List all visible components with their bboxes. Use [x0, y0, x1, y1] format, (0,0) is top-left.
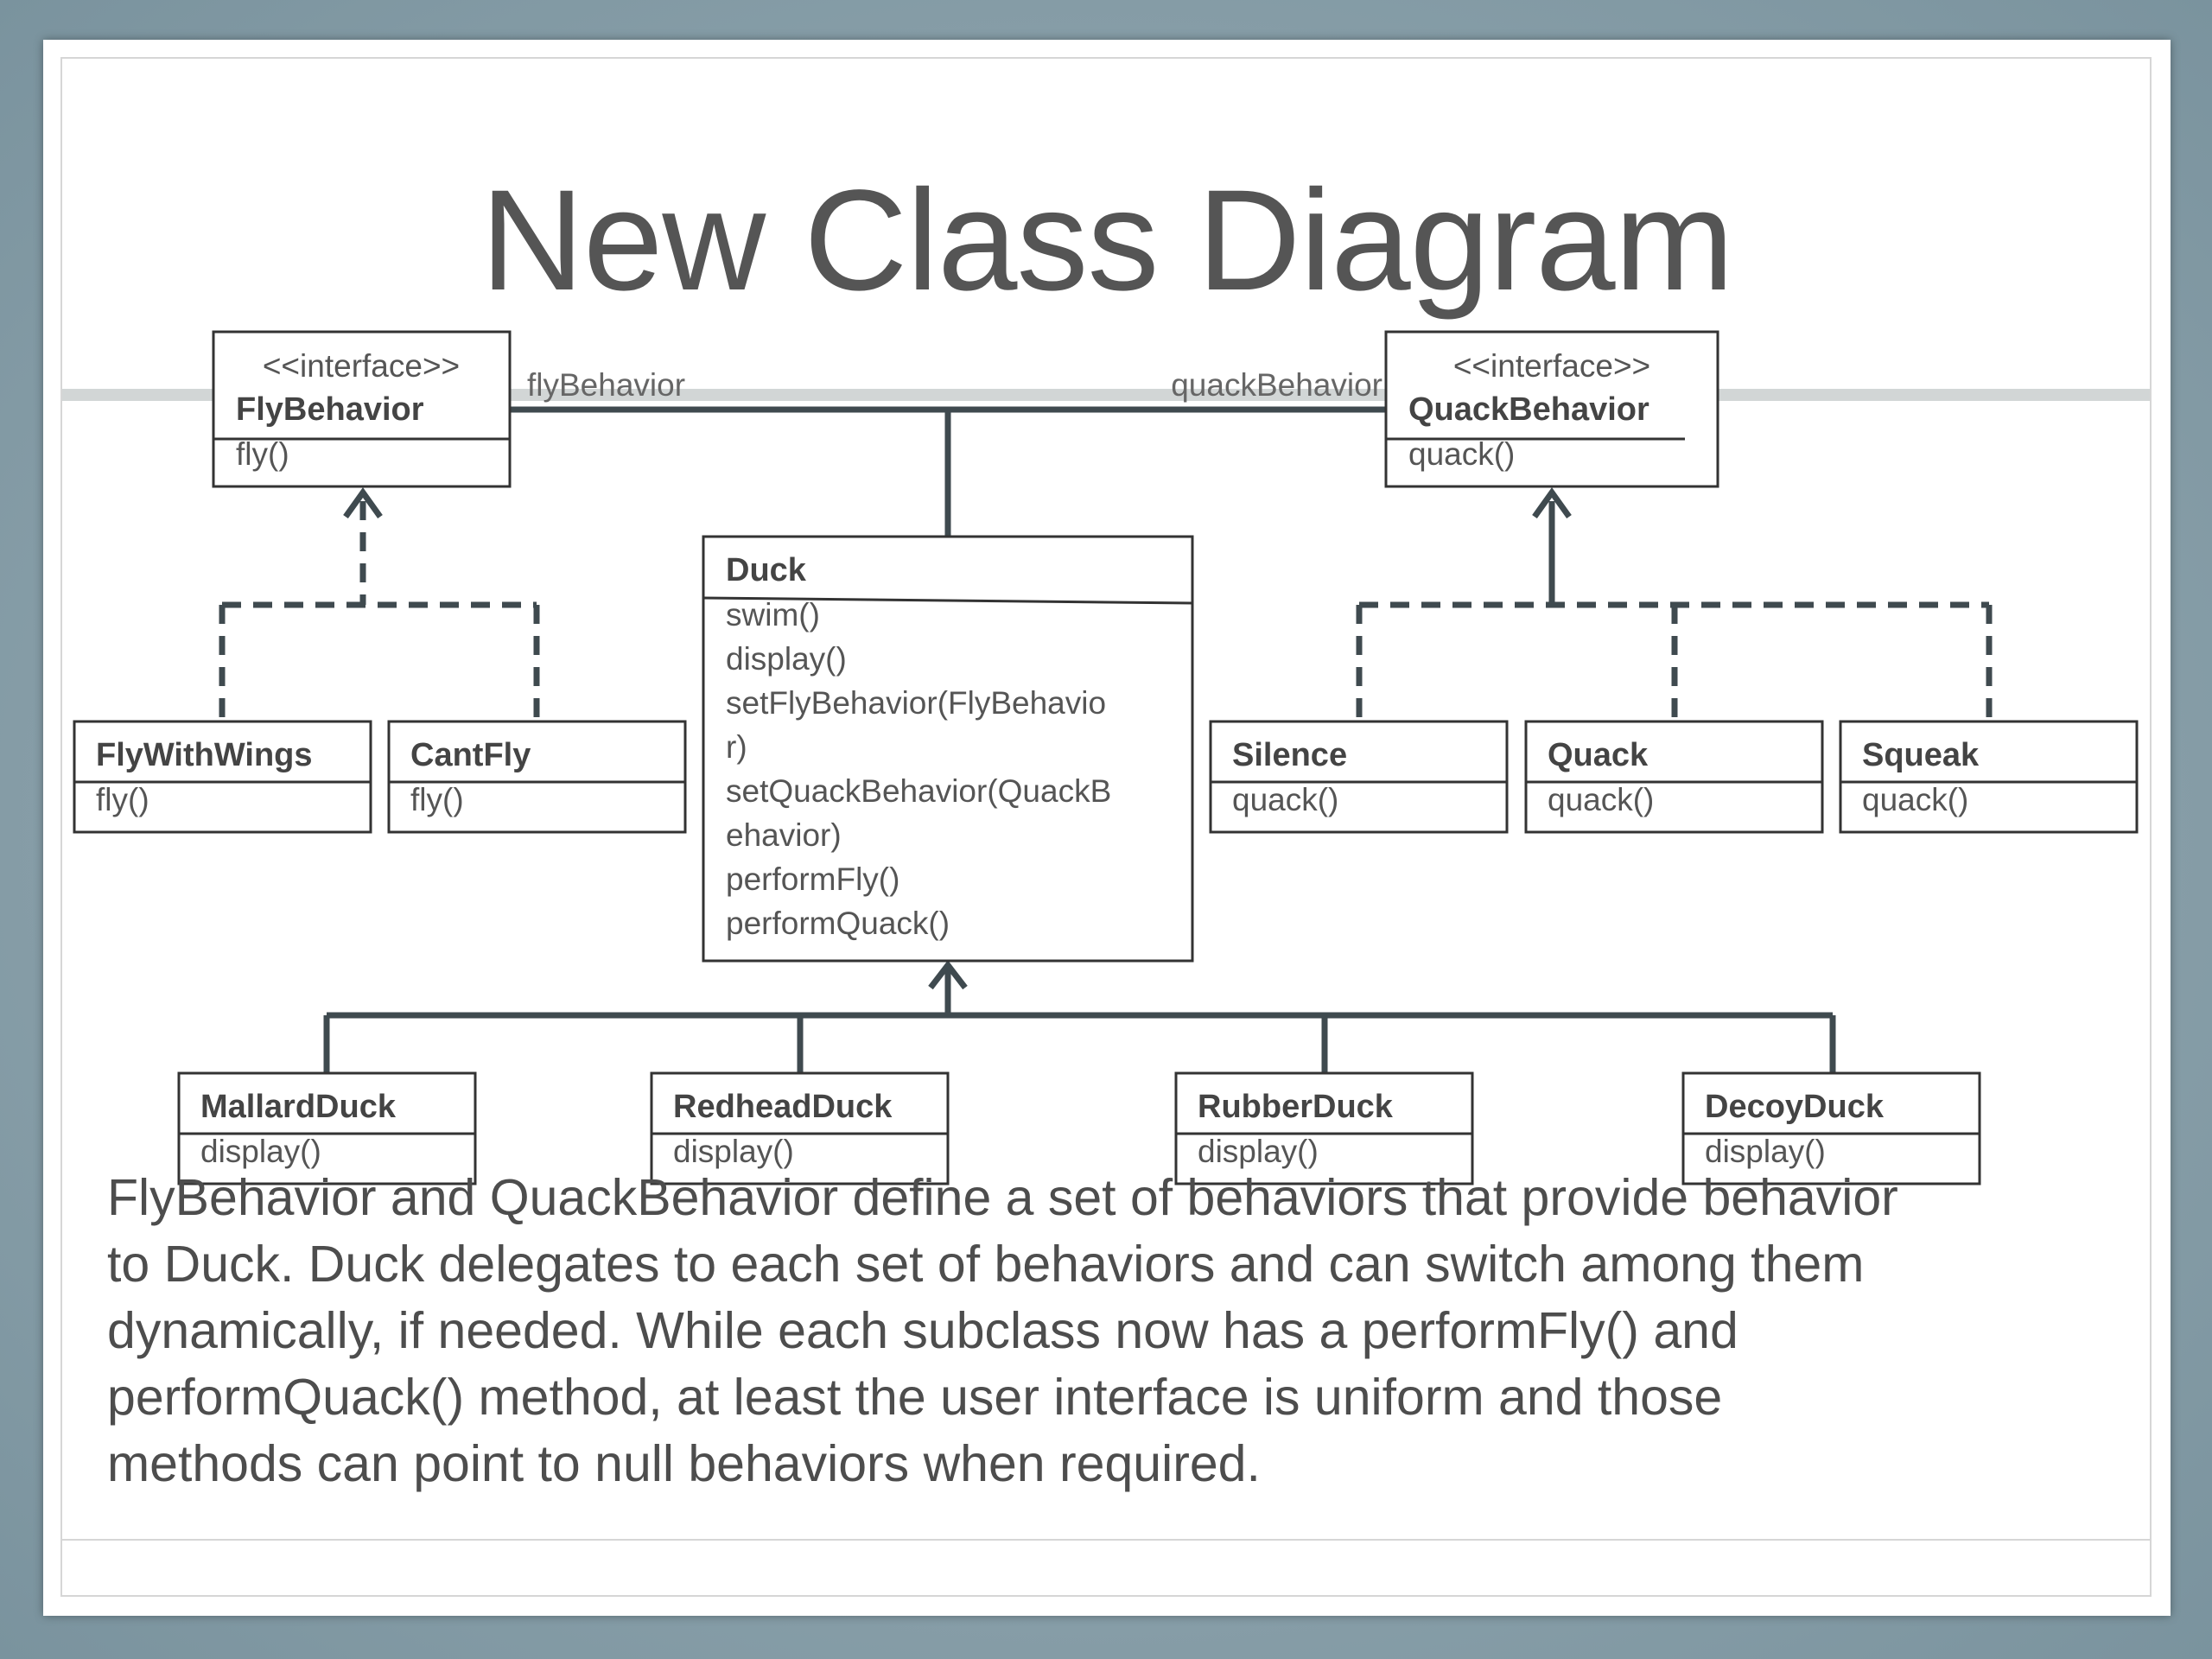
slide-inner-frame [60, 57, 2152, 1597]
quack-behavior-stereotype: <<interface>> [1453, 348, 1650, 384]
rubberduck-name: RubberDuck [1198, 1089, 1394, 1125]
slide-bottom-rule [60, 1539, 2152, 1541]
duck-inheritance-arrowhead [928, 960, 968, 990]
silence-name: Silence [1232, 737, 1347, 773]
mallardduck-name: MallardDuck [200, 1089, 397, 1125]
fly-realization-arrowhead [343, 486, 383, 519]
redheadduck-method: display() [673, 1134, 794, 1169]
duck-method: performQuack() [726, 906, 950, 941]
quack-behavior-method: quack() [1408, 436, 1515, 472]
squeak-method: quack() [1862, 782, 1968, 817]
mallardduck-method: display() [200, 1134, 321, 1169]
flywithwings-name: FlyWithWings [96, 737, 313, 773]
quack-association-label: quackBehavior [1171, 367, 1382, 403]
duck-method: ehavior) [726, 817, 842, 853]
fly-behavior-method: fly() [236, 436, 289, 472]
squeak-name: Squeak [1862, 737, 1980, 773]
quack-class-box: Quack quack() [1524, 720, 1824, 834]
duck-name: Duck [726, 552, 807, 588]
duck-method: display() [726, 641, 847, 677]
flywithwings-class-box: FlyWithWings fly() [73, 720, 372, 834]
quack-class-name: Quack [1548, 737, 1649, 773]
quack-behavior-name: QuackBehavior [1408, 391, 1649, 428]
slide-title: New Class Diagram [480, 161, 1734, 321]
quack-behavior-interface-box: <<interface>> QuackBehavior quack() [1384, 330, 1719, 488]
duck-method: swim() [726, 597, 820, 632]
redheadduck-name: RedheadDuck [673, 1089, 893, 1125]
rubberduck-method: display() [1198, 1134, 1319, 1169]
decoyduck-name: DecoyDuck [1705, 1089, 1885, 1125]
cantfly-method: fly() [410, 782, 464, 817]
fly-association-label: flyBehavior [527, 367, 685, 403]
fly-behavior-interface-box: <<interface>> FlyBehavior fly() [212, 330, 512, 488]
decoyduck-class-box: DecoyDuck display() [1681, 1071, 1981, 1185]
flywithwings-method: fly() [96, 782, 149, 817]
description-text: FlyBehavior and QuackBehavior define a s… [107, 1165, 2094, 1497]
fly-behavior-stereotype: <<interface>> [263, 348, 460, 384]
silence-method: quack() [1232, 782, 1338, 817]
cantfly-class-box: CantFly fly() [387, 720, 687, 834]
description-line: methods can point to null behaviors when… [107, 1435, 1261, 1492]
fly-behavior-name: FlyBehavior [236, 391, 424, 428]
quack-class-method: quack() [1548, 782, 1654, 817]
duck-method: performFly() [726, 861, 899, 897]
description-line: performQuack() method, at least the user… [107, 1369, 1723, 1426]
silence-class-box: Silence quack() [1209, 720, 1509, 834]
description-line: to Duck. Duck delegates to each set of b… [107, 1236, 1865, 1293]
decoyduck-method: display() [1705, 1134, 1826, 1169]
rubberduck-class-box: RubberDuck display() [1174, 1071, 1474, 1185]
quack-realization-arrowhead [1532, 486, 1572, 519]
squeak-class-box: Squeak quack() [1839, 720, 2139, 834]
duck-class-box: Duck swim() display() setFlyBehavior(Fly… [702, 535, 1194, 963]
description-line: FlyBehavior and QuackBehavior define a s… [107, 1169, 1898, 1226]
mallardduck-class-box: MallardDuck display() [177, 1071, 477, 1185]
duck-method: r) [726, 729, 747, 765]
duck-method: setQuackBehavior(QuackB [726, 773, 1111, 809]
redheadduck-class-box: RedheadDuck display() [650, 1071, 950, 1185]
duck-method: setFlyBehavior(FlyBehavio [726, 685, 1106, 721]
cantfly-name: CantFly [410, 737, 531, 773]
description-line: dynamically, if needed. While each subcl… [107, 1302, 1738, 1359]
